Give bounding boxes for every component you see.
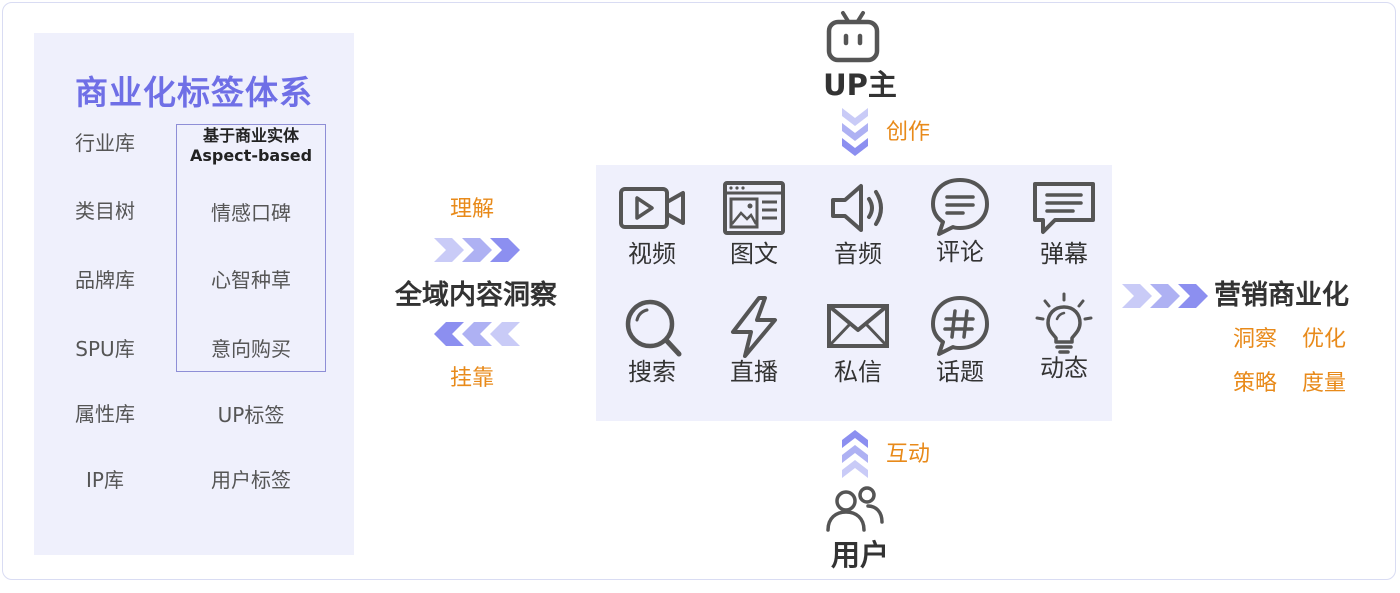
audio-cell: 音频	[818, 180, 898, 268]
creator-label: UP主	[823, 68, 897, 102]
video-cell: 视频	[612, 180, 692, 268]
danmaku-label: 弹幕	[1040, 240, 1088, 268]
comment-label: 评论	[936, 238, 984, 266]
audio-label: 音频	[834, 240, 882, 268]
omni-content-insight-label: 全域内容洞察	[395, 280, 557, 311]
diagram-frame	[2, 2, 1396, 580]
mindshare-label: 心智种草	[211, 268, 291, 292]
brand-library-label: 品牌库	[75, 268, 135, 292]
image-text-icon	[723, 181, 785, 235]
user-label: 用户	[830, 538, 889, 572]
sentiment-label: 情感口碑	[211, 201, 291, 225]
purchase-intent-label: 意向购买	[211, 337, 291, 361]
down-arrow-chevrons-icon	[842, 108, 868, 156]
users-icon	[826, 486, 884, 532]
live-cell: 直播	[714, 296, 794, 386]
mount-label: 挂靠	[450, 366, 495, 391]
live-label: 直播	[730, 358, 778, 386]
lightbulb-icon	[1035, 292, 1093, 354]
aspect-header-en: Aspect-based	[189, 146, 313, 165]
category-tree-label: 类目树	[75, 199, 135, 223]
hashtag-bubble-icon	[931, 296, 989, 356]
private-message-label: 私信	[834, 358, 882, 386]
attribute-library-label: 属性库	[75, 402, 135, 426]
tv-creator-icon	[826, 11, 880, 63]
search-label: 搜索	[628, 358, 676, 386]
lightning-icon	[731, 296, 777, 358]
comment-cell: 评论	[920, 176, 1000, 266]
image-text-cell: 图文	[714, 180, 794, 268]
create-label: 创作	[886, 120, 931, 145]
search-cell: 搜索	[612, 296, 692, 386]
tag-system-title: 商业化标签体系	[75, 73, 313, 112]
search-icon	[625, 299, 682, 357]
interact-label: 互动	[886, 442, 931, 467]
understand-label: 理解	[450, 197, 495, 222]
tag-system-panel: 商业化标签体系 行业库 类目树 品牌库 SPU库 属性库 IP库 基于商业实体 …	[34, 33, 354, 555]
right-insight-label: 洞察	[1233, 327, 1278, 352]
user-tag-label: 用户标签	[211, 468, 291, 492]
left-arrow-chevrons-icon	[434, 322, 520, 346]
danmaku-message-icon	[1033, 182, 1095, 234]
ip-library-label: IP库	[86, 468, 124, 492]
comment-bubble-icon	[931, 178, 989, 236]
marketing-commercialization-label: 营销商业化	[1214, 280, 1349, 311]
envelope-icon	[827, 304, 889, 348]
dynamic-label: 动态	[1040, 354, 1088, 382]
video-label: 视频	[628, 240, 676, 268]
aspect-based-box	[176, 124, 326, 372]
danmaku-cell: 弹幕	[1024, 180, 1104, 268]
aspect-header-cn: 基于商业实体	[202, 126, 299, 145]
industry-library-label: 行业库	[75, 131, 135, 155]
spu-library-label: SPU库	[75, 337, 135, 361]
right-measure-label: 度量	[1302, 371, 1347, 396]
right-optimize-label: 优化	[1302, 327, 1347, 352]
video-camera-icon	[619, 187, 685, 229]
image-text-label: 图文	[730, 240, 778, 268]
topic-label: 话题	[936, 358, 984, 386]
output-arrow-chevrons-icon	[1122, 284, 1208, 308]
right-arrow-chevrons-icon	[434, 238, 520, 262]
up-arrow-chevrons-icon	[842, 430, 868, 478]
dynamic-cell: 动态	[1024, 292, 1104, 382]
speaker-icon	[831, 184, 883, 232]
topic-cell: 话题	[920, 294, 1000, 386]
right-strategy-label: 策略	[1233, 371, 1278, 396]
up-tag-label: UP标签	[217, 403, 285, 427]
private-message-cell: 私信	[818, 296, 898, 386]
